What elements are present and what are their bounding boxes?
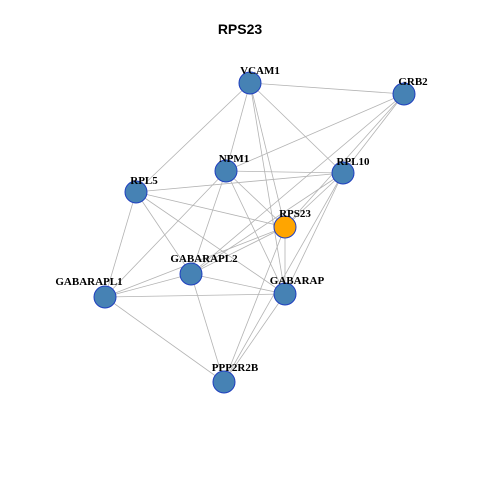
node-circle[interactable] [273, 215, 297, 239]
edge-rpl10-ppp2r2b [223, 172, 344, 383]
node-label: RPL10 [337, 156, 371, 168]
edge-gabarapl2-gabarapl1 [104, 273, 192, 298]
node-circle[interactable] [238, 71, 262, 95]
edge-gabarapl1-gabarap [104, 293, 286, 298]
node-label: GABARAPL1 [55, 276, 122, 288]
node-circle[interactable] [214, 159, 238, 183]
edge-vcam1-rpl5 [135, 82, 251, 193]
node-label: RPL5 [130, 175, 158, 187]
edge-grb2-rps23 [284, 93, 405, 228]
node-circle[interactable] [212, 370, 236, 394]
edge-gabarapl1-ppp2r2b [104, 296, 225, 383]
edge-rpl10-gabarap [284, 172, 344, 295]
edge-vcam1-npm1 [225, 82, 251, 172]
node-rpl5[interactable]: RPL5 [124, 175, 158, 204]
edge-npm1-rpl10 [225, 170, 344, 174]
node-circle[interactable] [273, 282, 297, 306]
edge-rpl5-gabarap [135, 191, 286, 295]
edge-vcam1-rps23 [249, 82, 286, 228]
edge-rpl5-gabarapl1 [104, 191, 137, 298]
edge-rps23-gabarapl2 [190, 226, 286, 275]
node-vcam1[interactable]: VCAM1 [238, 65, 280, 95]
node-gabarapl1[interactable]: GABARAPL1 [55, 276, 123, 309]
node-label: VCAM1 [240, 65, 280, 77]
node-circle[interactable] [179, 262, 203, 286]
node-label: PPP2R2B [212, 362, 259, 374]
edge-rpl10-gabarapl2 [190, 172, 344, 275]
node-gabarap[interactable]: GABARAP [270, 275, 325, 306]
node-circle[interactable] [124, 180, 148, 204]
node-rps23[interactable]: RPS23 [273, 208, 311, 239]
edge-gabarapl2-ppp2r2b [190, 273, 225, 383]
edge-rpl5-gabarapl2 [135, 191, 192, 275]
node-rpl10[interactable]: RPL10 [331, 156, 371, 185]
edge-gabarapl2-gabarap [190, 273, 286, 295]
node-circle[interactable] [93, 285, 117, 309]
node-circle[interactable] [392, 82, 416, 106]
edge-npm1-gabarapl1 [104, 170, 227, 298]
node-gabarapl2[interactable]: GABARAPL2 [170, 253, 238, 286]
edge-rps23-gabarapl1 [104, 226, 286, 298]
edge-gabarap-ppp2r2b [223, 293, 286, 383]
node-label: GABARAPL2 [170, 253, 238, 265]
node-label: RPS23 [279, 208, 311, 220]
node-grb2[interactable]: GRB2 [392, 76, 428, 106]
edge-npm1-gabarapl2 [190, 170, 227, 275]
edge-vcam1-grb2 [249, 82, 405, 95]
edge-grb2-npm1 [225, 93, 405, 172]
node-ppp2r2b[interactable]: PPP2R2B [212, 362, 259, 394]
edge-rpl10-rps23 [284, 172, 344, 228]
edge-grb2-gabarapl2 [190, 93, 405, 275]
edge-grb2-rpl10 [342, 93, 405, 174]
edge-layer [104, 82, 405, 383]
edge-vcam1-gabarap [249, 82, 286, 295]
graph-title: RPS23 [217, 21, 263, 37]
edge-npm1-gabarap [225, 170, 286, 295]
edge-rpl5-rps23 [135, 191, 286, 228]
edge-rpl10-rpl5 [135, 172, 344, 193]
node-label: GRB2 [398, 76, 428, 88]
node-label: GABARAP [270, 275, 325, 287]
node-label: NPM1 [219, 153, 250, 165]
node-circle[interactable] [331, 161, 355, 185]
node-npm1[interactable]: NPM1 [214, 153, 250, 183]
edge-vcam1-rpl10 [249, 82, 344, 174]
edge-rps23-ppp2r2b [223, 226, 286, 383]
